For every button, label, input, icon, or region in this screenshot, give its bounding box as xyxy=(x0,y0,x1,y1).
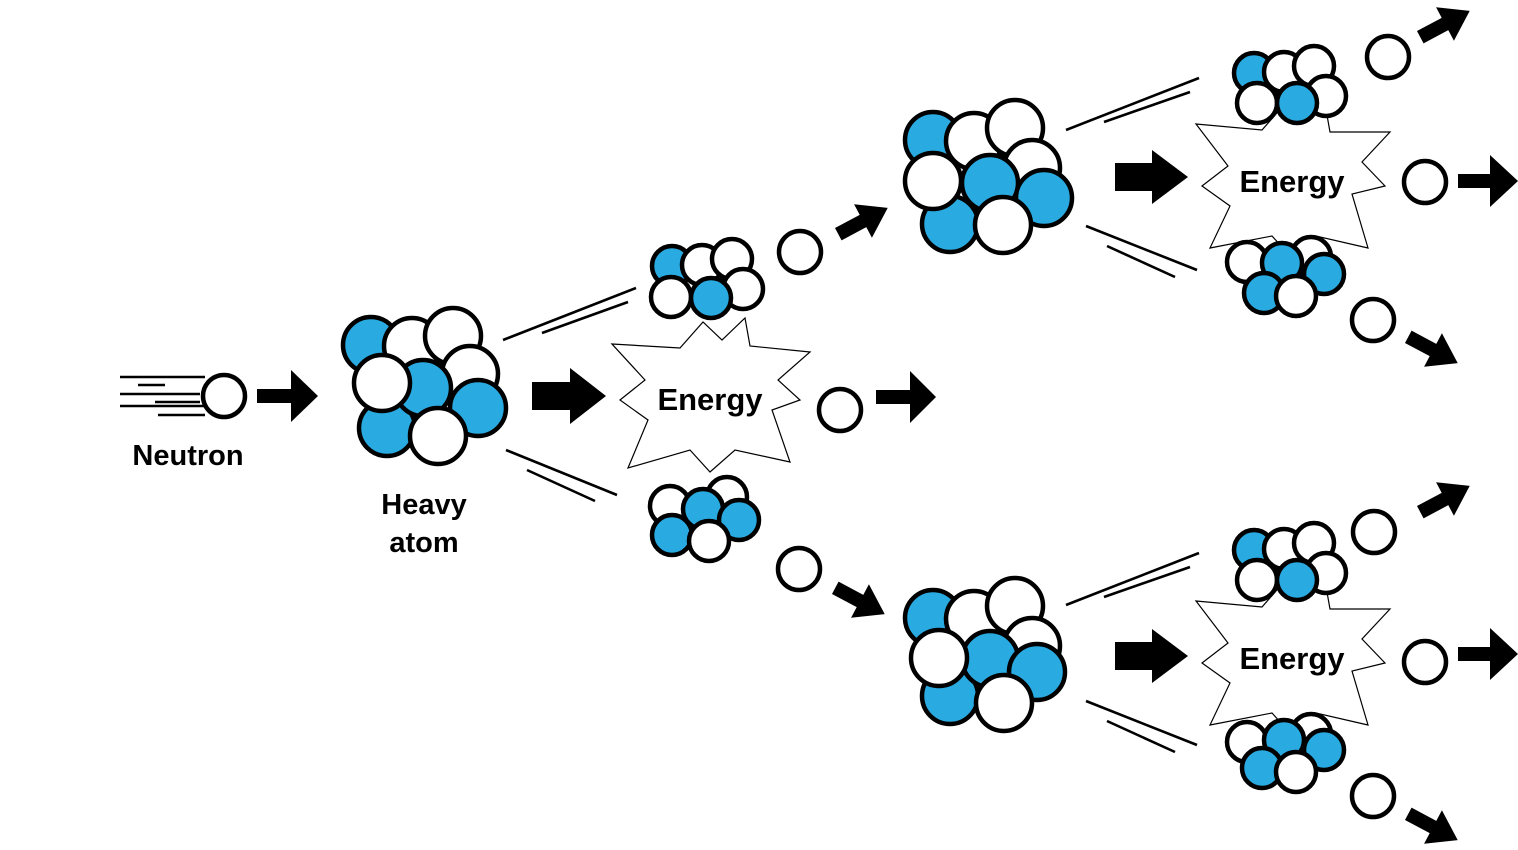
neutron-in-nucleus xyxy=(973,672,1035,734)
neutron-label: Neutron xyxy=(132,440,243,472)
heavy-atom-nucleus xyxy=(340,305,509,467)
proton xyxy=(688,275,734,321)
motion-line xyxy=(1065,76,1200,132)
motion-line xyxy=(541,300,629,335)
arrow-down-right xyxy=(1404,330,1458,367)
fission-fragment xyxy=(647,474,762,564)
released-neutron xyxy=(1401,638,1449,686)
neutron-in-nucleus xyxy=(351,352,413,414)
fission-fragment xyxy=(1231,43,1349,126)
arrow-down-right xyxy=(831,581,885,618)
heavy-atom-label-line1: Heavy xyxy=(381,489,466,521)
arrow-up-right xyxy=(1416,7,1470,44)
motion-line xyxy=(1085,224,1198,272)
block-arrow-right xyxy=(1115,150,1188,204)
released-neutron xyxy=(775,545,823,593)
fragment-motion-lines xyxy=(1065,76,1200,754)
neutron-particle xyxy=(200,372,248,420)
fission-fragment xyxy=(648,236,766,321)
fission-fragment xyxy=(1231,520,1349,603)
arrow-down-right xyxy=(1404,807,1458,844)
released-neutron xyxy=(1364,33,1412,81)
block-arrow-right xyxy=(1115,629,1188,683)
neutron-in-nucleus xyxy=(902,150,964,212)
arrow-right xyxy=(1458,155,1518,207)
neutron-in-nucleus xyxy=(1273,273,1319,319)
motion-line xyxy=(1106,719,1176,754)
released-neutron xyxy=(776,228,824,276)
energy-label: Energy xyxy=(657,382,763,417)
proton xyxy=(1274,557,1320,603)
neutron-in-nucleus xyxy=(686,518,732,564)
released-neutron xyxy=(1401,158,1449,206)
motion-line xyxy=(1103,565,1191,599)
neutron-in-nucleus xyxy=(407,405,469,467)
motion-line xyxy=(526,468,596,503)
proton xyxy=(716,497,762,543)
released-neutron xyxy=(816,386,864,434)
released-neutron xyxy=(1349,296,1397,344)
motion-line xyxy=(1103,90,1191,124)
neutron-in-nucleus xyxy=(648,274,694,320)
proton xyxy=(649,512,695,558)
arrow-right xyxy=(876,371,936,423)
fragment-motion-lines xyxy=(502,286,637,503)
motion-line xyxy=(1106,244,1176,279)
arrow-up-right xyxy=(1416,482,1470,519)
energy-burst xyxy=(610,316,812,473)
motion-line xyxy=(502,286,637,342)
arrow-right xyxy=(257,370,318,422)
motion-line xyxy=(1065,551,1200,607)
arrow-up-right xyxy=(834,204,888,241)
proton xyxy=(1274,80,1320,126)
block-arrow-right xyxy=(532,368,606,424)
motion-line xyxy=(505,448,618,497)
fission-fragment xyxy=(1224,711,1347,795)
arrow-right xyxy=(1458,628,1518,680)
neutron-in-nucleus xyxy=(1234,80,1280,126)
fission-fragment xyxy=(1224,234,1347,319)
heavy-atom-nucleus xyxy=(902,97,1075,256)
neutron-in-nucleus xyxy=(972,194,1034,256)
incoming-neutron xyxy=(120,372,248,420)
motion-line xyxy=(1085,699,1198,747)
heavy-atom-nucleus xyxy=(902,575,1068,734)
neutron-in-nucleus xyxy=(1273,749,1319,795)
heavy-atom-label-line2: atom xyxy=(389,527,458,559)
released-neutron xyxy=(1349,772,1397,820)
neutron-in-nucleus xyxy=(908,627,970,689)
energy-label: Energy xyxy=(1239,641,1345,676)
neutron-in-nucleus xyxy=(1234,557,1280,603)
released-neutron xyxy=(1350,508,1398,556)
energy-label: Energy xyxy=(1239,164,1345,199)
